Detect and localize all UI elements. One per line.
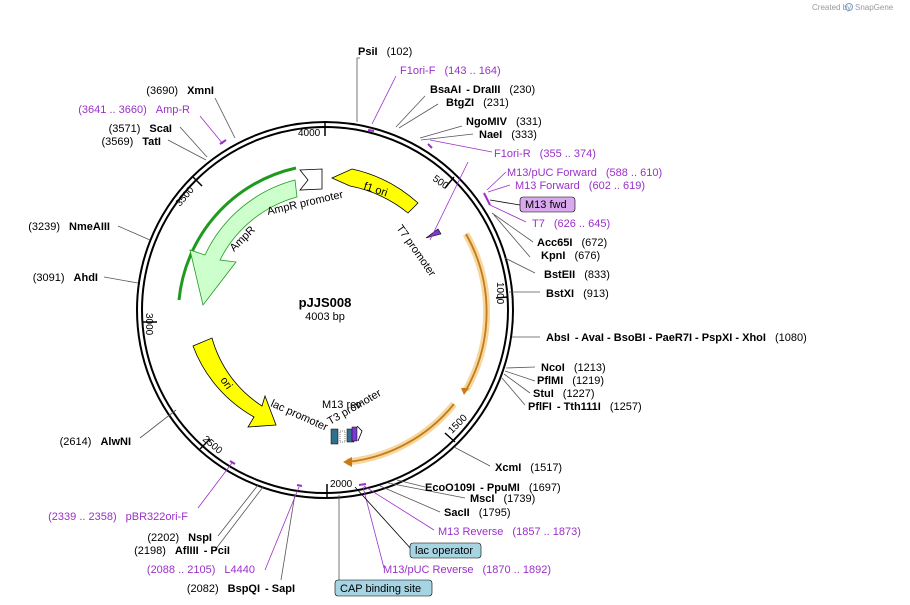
- site-bspqi[interactable]: (2082)BspQI- SapI: [187, 583, 295, 595]
- snapgene-logo-icon: [845, 3, 853, 11]
- tick-label-2000: 2000: [330, 479, 353, 490]
- orf-upper-head-icon: [461, 388, 469, 395]
- orf-lower-head-icon: [343, 457, 352, 467]
- site-bsaai[interactable]: BsaAI- DraIII(230): [430, 84, 535, 96]
- site-absi[interactable]: AbsI- AvaI - BsoBI - PaeR7I - PspXI - Xh…: [546, 332, 807, 344]
- site-btgzi[interactable]: BtgZI(231): [446, 97, 509, 109]
- site-bsteii[interactable]: BstEII(833): [544, 269, 610, 281]
- site-tati[interactable]: (3569)TatI: [101, 136, 161, 148]
- tick-marks: [143, 122, 509, 498]
- site-scai[interactable]: (3571)ScaI: [109, 123, 172, 135]
- site-msci[interactable]: MscI(1739): [470, 493, 535, 505]
- primer-pbr322ori-f[interactable]: (2339 .. 2358)pBR322ori-F: [48, 511, 188, 523]
- site-sacii[interactable]: SacII(1795): [444, 507, 510, 519]
- site-pflmi[interactable]: PflMI(1219): [537, 375, 604, 387]
- primer-leader-lines: [197, 75, 527, 571]
- site-ecoo109i[interactable]: EcoO109I- PpuMI(1697): [425, 482, 561, 494]
- site-ngomiv[interactable]: NgoMIV(331): [466, 116, 542, 128]
- orf-upper-arc[interactable]: [465, 233, 488, 391]
- primer-m13puc-forward[interactable]: M13/pUC Forward(588 .. 610): [507, 167, 662, 179]
- lac-operator-box-label: lac operator: [415, 545, 473, 557]
- ampr-arrow[interactable]: [189, 179, 298, 306]
- site-pflfi[interactable]: PflFI- Tth111I(1257): [528, 401, 642, 413]
- box-leader-lines: [354, 199, 521, 551]
- tick-label-1000: 1000: [494, 282, 505, 305]
- tick-label-4000: 4000: [298, 128, 321, 139]
- ori-label: ori: [218, 375, 235, 392]
- enzyme-leader-lines: [103, 57, 540, 583]
- t7-promoter-label: T7 promoter: [394, 223, 438, 279]
- primer-t7[interactable]: T7(626 .. 645): [532, 218, 610, 230]
- plasmid-size: 4003 bp: [305, 311, 345, 323]
- site-naei[interactable]: NaeI(333): [479, 129, 537, 141]
- ampr-promoter-arrow[interactable]: [299, 168, 323, 191]
- site-alwni[interactable]: (2614)AlwNI: [60, 436, 131, 448]
- m13-rev-block[interactable]: [351, 426, 358, 442]
- site-ahdi[interactable]: (3091)AhdI: [33, 272, 98, 284]
- lac-promoter-block[interactable]: [339, 430, 346, 443]
- site-acc65i[interactable]: Acc65I(672): [537, 237, 607, 249]
- site-stui[interactable]: StuI(1227): [533, 388, 595, 400]
- ori-arrow[interactable]: [192, 337, 277, 428]
- site-ncoi[interactable]: NcoI(1213): [541, 362, 606, 374]
- cap-site-block[interactable]: [330, 428, 339, 445]
- lac-operator-box[interactable]: [409, 542, 482, 559]
- plasmid-name: pJJS008: [299, 295, 352, 310]
- site-nspi[interactable]: (2202)NspI: [147, 532, 212, 544]
- cap-binding-site-box[interactable]: [334, 579, 433, 597]
- site-afliii[interactable]: (2198)AflIII- PciI: [134, 545, 230, 557]
- site-psii[interactable]: PsiI(102): [358, 46, 412, 58]
- primer-labels: F1ori-F(143 .. 164) F1ori-R(355 .. 374) …: [48, 65, 662, 576]
- ampr-outline-arc: [177, 166, 297, 301]
- orf-lower-arc[interactable]: [346, 403, 455, 463]
- site-xmni[interactable]: (3690)XmnI: [146, 85, 214, 97]
- primer-markers: [219, 129, 491, 487]
- site-xcmi[interactable]: XcmI(1517): [495, 462, 562, 474]
- site-kpni[interactable]: KpnI(676): [541, 250, 600, 262]
- primer-m13-forward[interactable]: M13 Forward(602 .. 619): [515, 180, 645, 192]
- tick-label-3500: 3500: [174, 184, 197, 208]
- site-nmeaiii[interactable]: (3239)NmeAIII: [28, 221, 110, 233]
- lac-promoter-label: lac promoter: [269, 398, 330, 434]
- t3-promoter-arrow[interactable]: [356, 425, 363, 442]
- m13-fwd-box-label: M13 fwd: [525, 199, 567, 211]
- enzyme-labels: PsiI(102) BsaAI- DraIII(230) BtgZI(231) …: [28, 46, 807, 595]
- primer-amp-r[interactable]: (3641 .. 3660)Amp-R: [78, 104, 190, 116]
- m13-rev-label: M13 rev: [322, 399, 362, 411]
- credit-brand: SnapGene: [855, 3, 894, 12]
- credit-text: Created by: [812, 3, 851, 12]
- primer-m13-reverse[interactable]: M13 Reverse(1857 .. 1873): [438, 526, 581, 538]
- primer-f1ori-f[interactable]: F1ori-F(143 .. 164): [400, 65, 501, 77]
- primer-m13puc-reverse[interactable]: M13/pUC Reverse(1870 .. 1892): [383, 564, 551, 576]
- primer-l4440[interactable]: (2088 .. 2105)L4440: [147, 564, 255, 576]
- primer-f1ori-r[interactable]: F1ori-R(355 .. 374): [494, 148, 596, 160]
- f1-ori-arrow[interactable]: [331, 168, 419, 214]
- tick-label-500: 500: [430, 173, 450, 192]
- m13-fwd-box[interactable]: [519, 196, 576, 213]
- site-bstxi[interactable]: BstXI(913): [546, 288, 609, 300]
- cap-binding-site-box-label: CAP binding site: [340, 583, 421, 595]
- tick-label-3000: 3000: [143, 313, 154, 336]
